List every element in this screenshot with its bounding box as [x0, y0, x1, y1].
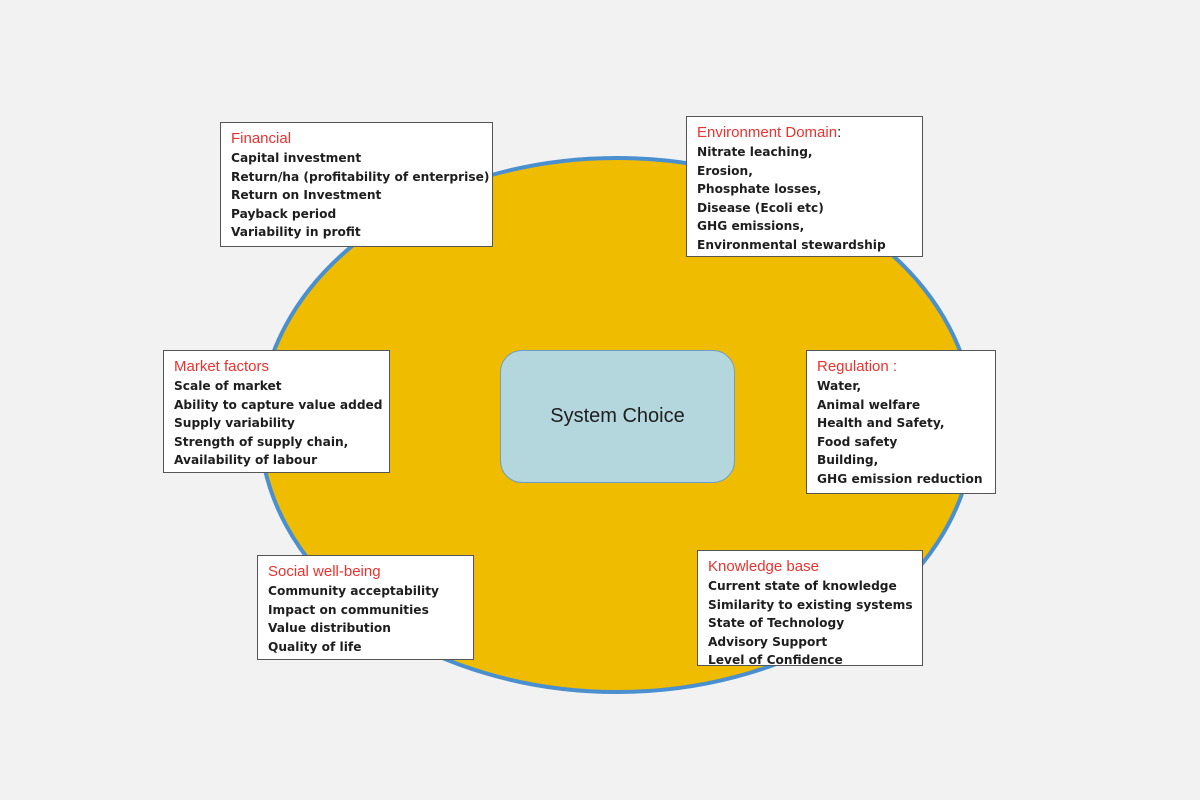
factor-item: Erosion,: [697, 163, 753, 178]
factor-item: Payback period: [231, 206, 337, 221]
knowledge-base-box: Knowledge base Current state of knowledg…: [697, 550, 923, 666]
factor-item: Capital investment: [231, 151, 362, 165]
factor-item: Animal welfare: [817, 397, 921, 412]
factor-item: GHG emission reduction: [817, 471, 983, 486]
factor-item: Similarity to existing systems: [708, 597, 913, 612]
factor-item: Scale of market: [174, 379, 282, 393]
factor-item: Return on Investment: [231, 188, 382, 202]
knowledge-base-title: Knowledge base: [708, 558, 819, 575]
factor-item: Health and Safety,: [817, 416, 945, 430]
regulation-title: Regulation :: [817, 358, 898, 375]
social-well-being-box: Social well-being Community acceptabilit…: [257, 555, 474, 660]
factor-item: Level of Confidence: [708, 653, 843, 666]
factor-item: Ability to capture value added: [174, 397, 383, 412]
social-well-being-title: Social well-being: [268, 563, 381, 580]
factor-item: Strength of supply chain,: [174, 434, 349, 449]
factor-item: Return/ha (profitability of enterprise): [231, 169, 490, 184]
factor-item: Impact on communities: [268, 602, 429, 617]
factor-item: Supply variability: [174, 416, 295, 430]
factor-item: Value distribution: [268, 621, 391, 635]
environment-domain-title: Environment Domain:: [697, 124, 842, 141]
factor-item: State of Technology: [708, 616, 845, 630]
factor-item: Availability of labour: [174, 453, 318, 467]
market-factors-title: Market factors: [174, 358, 270, 375]
factor-item: Phosphate losses,: [697, 182, 822, 196]
environment-domain-list: Nitrate leaching, Erosion, Phosphate losse…: [697, 143, 912, 254]
factor-item: Current state of knowledge: [708, 579, 897, 593]
factor-item: Quality of life: [268, 639, 362, 654]
factor-item: GHG emissions,: [697, 219, 805, 233]
factor-item: Disease (Ecoli etc): [697, 200, 824, 215]
environment-domain-box: Environment Domain: Nitrate leaching, Ero…: [686, 116, 923, 257]
financial-title: Financial: [231, 130, 292, 147]
factor-item: Nitrate leaching,: [697, 145, 813, 159]
factor-item: Variability in profit: [231, 225, 361, 239]
factor-item: Building,: [817, 453, 879, 467]
factor-item: Community acceptability: [268, 584, 439, 598]
factor-item: Environmental stewardship: [697, 237, 886, 252]
factor-item: Water,: [817, 379, 862, 393]
system-choice-label: System Choice: [550, 405, 685, 427]
factor-item: Food safety: [817, 434, 898, 449]
factor-item: Advisory Support: [708, 634, 828, 649]
system-choice-box: System Choice: [500, 350, 735, 483]
